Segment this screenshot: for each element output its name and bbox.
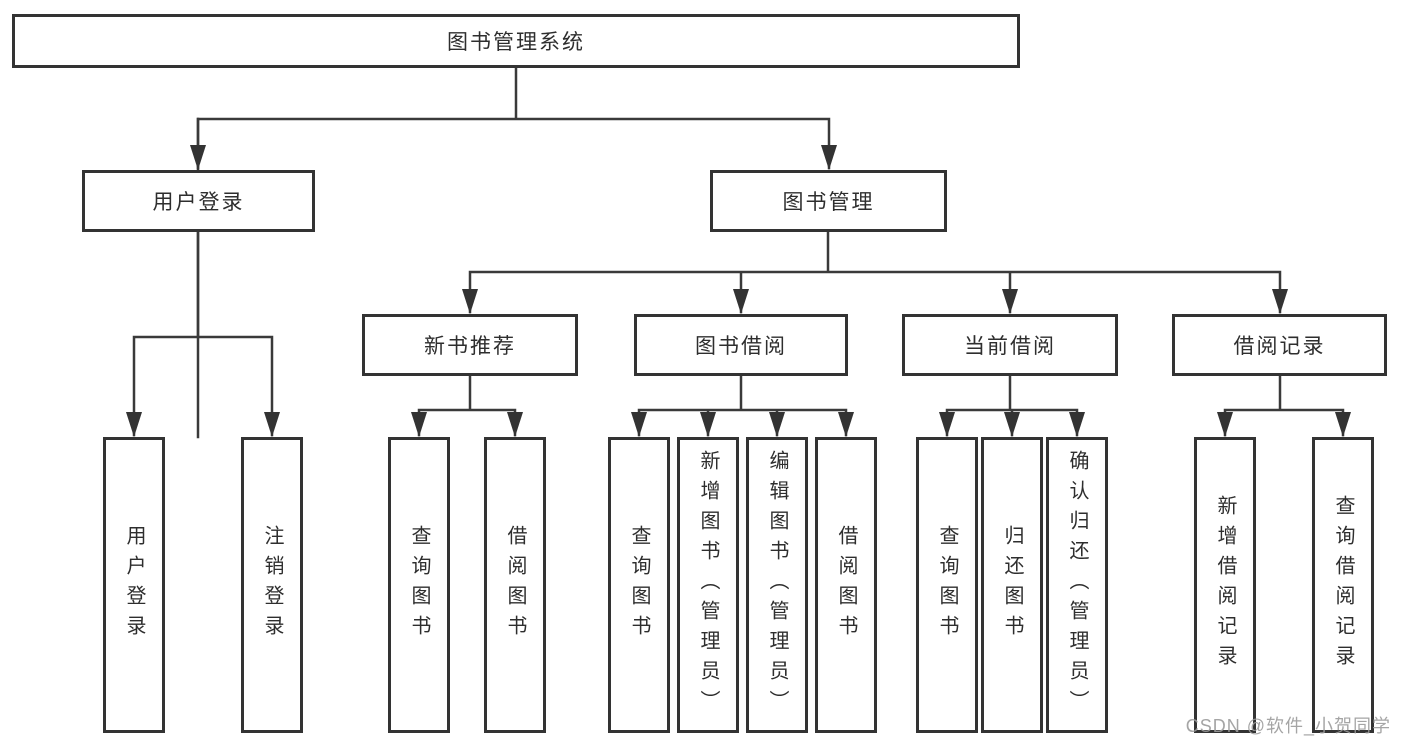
arrowhead xyxy=(462,289,478,314)
leaf-records-add-record: 新增借阅记录 xyxy=(1194,437,1256,733)
arrowhead xyxy=(1069,412,1085,437)
arrowhead xyxy=(631,412,647,437)
node-label: 查询图书 xyxy=(628,525,650,645)
node-current-borrowing: 当前借阅 xyxy=(902,314,1118,376)
arrowhead xyxy=(838,412,854,437)
node-label: 用户登录 xyxy=(152,191,245,214)
leaf-records-query-record: 查询借阅记录 xyxy=(1312,437,1374,733)
node-user-login: 用户登录 xyxy=(82,170,315,232)
arrowhead xyxy=(939,412,955,437)
node-book-management: 图书管理 xyxy=(710,170,947,232)
edges-root xyxy=(190,66,837,439)
node-label: 借阅图书 xyxy=(504,525,526,645)
leaf-current-query-books: 查询图书 xyxy=(916,437,978,733)
node-label: 新增借阅记录 xyxy=(1214,495,1236,675)
arrowhead xyxy=(1002,289,1018,314)
node-label: 当前借阅 xyxy=(964,335,1056,358)
arrowhead xyxy=(769,412,785,437)
node-label: 查询图书 xyxy=(408,525,430,645)
arrowhead xyxy=(700,412,716,437)
edges-book-borrowing xyxy=(631,374,854,437)
leaf-current-confirm-return-admin: 确认归还（管理员） xyxy=(1046,437,1108,733)
edge-line xyxy=(1223,374,1345,437)
node-label: 图书借阅 xyxy=(695,335,787,358)
edges-user-login xyxy=(126,230,280,437)
node-label: 归还图书 xyxy=(1001,525,1023,645)
leaf-recommend-query-books: 查询图书 xyxy=(388,437,450,733)
edges-current-borrowing xyxy=(939,374,1085,437)
arrowhead xyxy=(190,145,206,170)
node-label: 编辑图书（管理员） xyxy=(766,450,788,720)
leaf-logout-login: 注销登录 xyxy=(241,437,303,733)
arrowhead xyxy=(1272,289,1288,314)
edges-borrowing-records xyxy=(1217,374,1351,437)
arrowhead xyxy=(264,412,280,437)
node-label: 用户登录 xyxy=(123,525,145,645)
edge-line xyxy=(417,374,517,437)
leaf-borrowing-edit-books-admin: 编辑图书（管理员） xyxy=(746,437,808,733)
arrowhead xyxy=(821,145,837,170)
node-label: 图书管理系统 xyxy=(447,31,585,54)
node-book-borrowing: 图书借阅 xyxy=(634,314,848,376)
node-label: 查询图书 xyxy=(936,525,958,645)
leaf-borrowing-add-books-admin: 新增图书（管理员） xyxy=(677,437,739,733)
edge-line xyxy=(945,374,1079,437)
arrowhead xyxy=(126,412,142,437)
csdn-watermark: CSDN @软件_小贺同学 xyxy=(1185,716,1391,736)
node-label: 图书管理 xyxy=(782,191,875,214)
arrowhead xyxy=(411,412,427,437)
leaf-recommend-borrow-books: 借阅图书 xyxy=(484,437,546,733)
leaf-current-return-books: 归还图书 xyxy=(981,437,1043,733)
leaf-borrowing-borrow-books: 借阅图书 xyxy=(815,437,877,733)
arrowhead xyxy=(507,412,523,437)
edges-new-book-recommendation xyxy=(411,374,523,437)
edge-line xyxy=(196,66,831,439)
leaf-user-login: 用户登录 xyxy=(103,437,165,733)
node-new-book-recommendation: 新书推荐 xyxy=(362,314,578,376)
arrowhead xyxy=(1335,412,1351,437)
edge-line xyxy=(468,230,1282,314)
arrowhead xyxy=(1004,412,1020,437)
node-library-management-system: 图书管理系统 xyxy=(12,14,1020,68)
leaf-borrowing-query-books: 查询图书 xyxy=(608,437,670,733)
node-label: 查询借阅记录 xyxy=(1332,495,1354,675)
node-label: 注销登录 xyxy=(261,525,283,645)
node-label: 借阅记录 xyxy=(1233,335,1326,358)
node-borrowing-records: 借阅记录 xyxy=(1172,314,1387,376)
node-label: 确认归还（管理员） xyxy=(1066,450,1088,720)
node-label: 新书推荐 xyxy=(424,335,516,358)
edge-line xyxy=(637,374,848,437)
node-label: 借阅图书 xyxy=(835,525,857,645)
node-label: 新增图书（管理员） xyxy=(697,450,719,720)
arrowhead xyxy=(1217,412,1233,437)
arrowhead xyxy=(733,289,749,314)
edge-line xyxy=(132,230,274,437)
edges-book-management xyxy=(462,230,1288,314)
